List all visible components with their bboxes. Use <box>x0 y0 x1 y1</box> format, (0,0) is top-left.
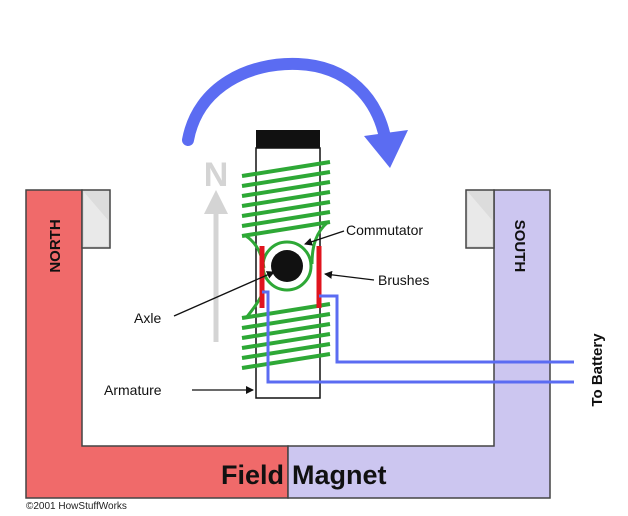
magnet-label: Magnet <box>292 460 387 490</box>
upper-coil <box>241 160 331 238</box>
commutator-pointer <box>304 230 345 246</box>
n-pole-label: N <box>204 156 229 194</box>
brushes-pointer <box>324 270 375 281</box>
south-label: SOUTH <box>511 220 528 273</box>
copyright-notice: ©2001 HowStuffWorks <box>26 501 127 512</box>
lower-coil <box>241 302 331 370</box>
rotation-arrowhead <box>364 130 408 168</box>
battery-wire-left <box>262 290 574 384</box>
axle-label: Axle <box>134 310 161 326</box>
axle <box>271 250 303 282</box>
south-pole <box>287 189 551 499</box>
rotation-arrow <box>182 57 392 148</box>
field-label: Field <box>221 460 284 490</box>
battery-wire-right <box>319 294 574 364</box>
axle-pointer <box>173 271 275 317</box>
brushes-label: Brushes <box>378 272 429 288</box>
north-label: NORTH <box>47 219 64 272</box>
to-battery-label: To Battery <box>589 333 606 407</box>
armature-label: Armature <box>104 382 162 398</box>
commutator-label: Commutator <box>346 222 423 238</box>
armature-cap <box>256 130 320 148</box>
